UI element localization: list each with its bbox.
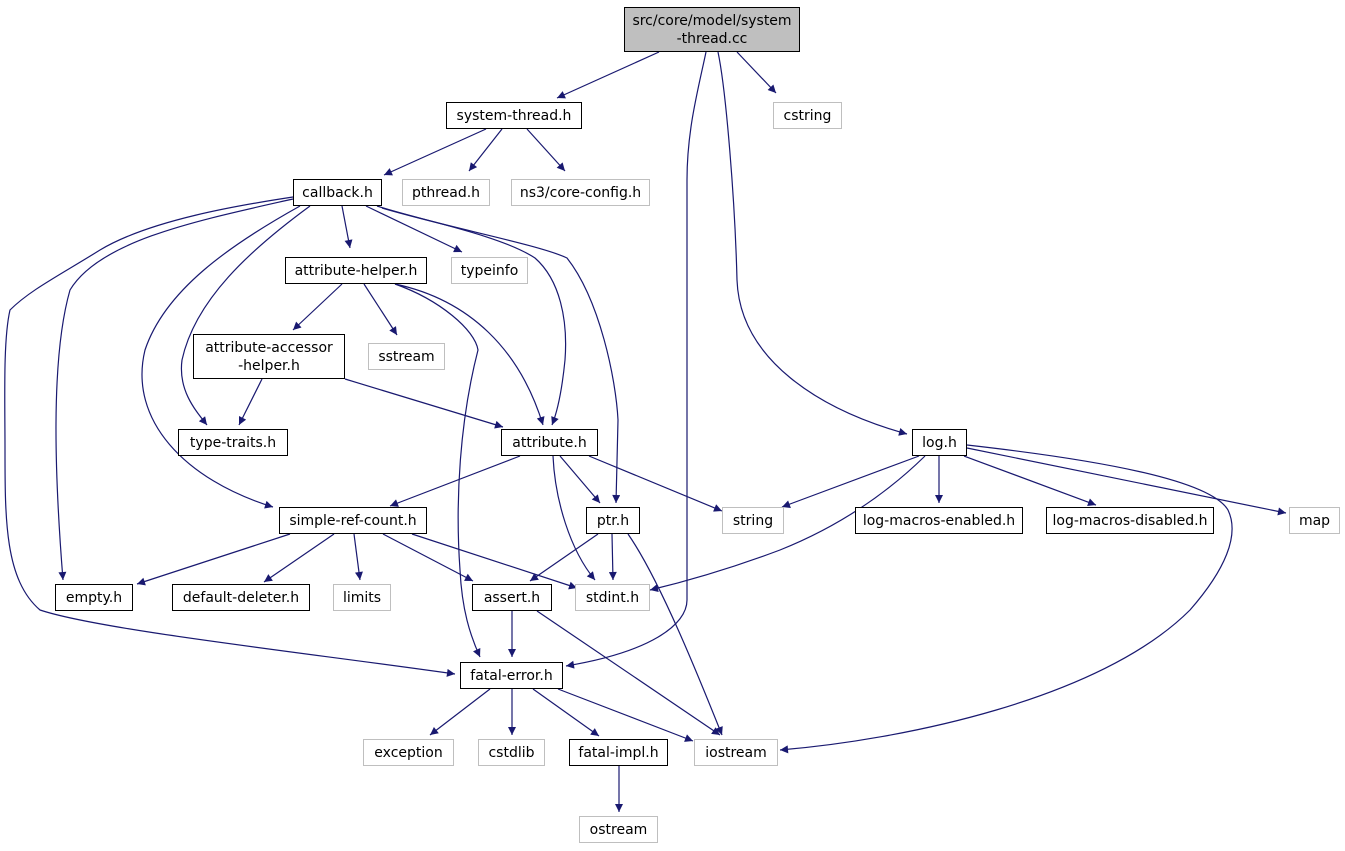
node-core-config-h[interactable]: ns3/core-config.h: [511, 179, 650, 206]
edge-system-thread-h-to-pthread-h: [468, 128, 503, 172]
edge-root-to-fatal-error-h: [565, 51, 707, 669]
edge-callback-h-to-attribute-h: [376, 205, 567, 426]
edge-simple-ref-count-h-to-limits: [353, 533, 363, 581]
edge-attribute-h-to-stdint-h: [552, 455, 596, 581]
node-attribute-h[interactable]: attribute.h: [501, 429, 598, 456]
edge-attribute-helper-h-to-attribute-accessor-helper-h: [292, 283, 343, 331]
edge-log-h-to-map: [966, 447, 1287, 516]
node-assert-h[interactable]: assert.h: [472, 584, 552, 611]
edge-root-to-system-thread-h: [556, 51, 660, 99]
edge-attribute-helper-h-to-fatal-error-h: [394, 283, 481, 658]
node-type-traits-h[interactable]: type-traits.h: [178, 429, 288, 456]
node-ostream[interactable]: ostream: [579, 816, 658, 843]
edge-callback-h-to-fatal-error-h: [4, 196, 456, 677]
node-typeinfo[interactable]: typeinfo: [451, 257, 528, 284]
edge-attribute-h-to-string: [588, 455, 723, 512]
edge-log-h-to-string: [781, 455, 920, 508]
node-empty-h[interactable]: empty.h: [55, 584, 133, 611]
node-fatal-error-h[interactable]: fatal-error.h: [460, 662, 563, 689]
node-map[interactable]: map: [1289, 507, 1340, 534]
node-log-macros-enabled-h[interactable]: log-macros-enabled.h: [855, 507, 1023, 534]
edge-attribute-h-to-simple-ref-count-h: [389, 455, 521, 507]
node-attribute-helper-h[interactable]: attribute-helper.h: [285, 257, 427, 284]
node-cstdlib[interactable]: cstdlib: [478, 739, 545, 766]
node-string[interactable]: string: [722, 507, 784, 534]
node-callback-h[interactable]: callback.h: [293, 179, 382, 206]
node-simple-ref-count-h[interactable]: simple-ref-count.h: [279, 507, 427, 534]
node-stdint-h[interactable]: stdint.h: [575, 584, 650, 611]
node-sstream[interactable]: sstream: [368, 343, 445, 370]
node-limits[interactable]: limits: [333, 584, 391, 611]
edge-fatal-error-h-to-iostream: [557, 688, 694, 742]
edge-simple-ref-count-h-to-default-deleter-h: [263, 533, 335, 583]
edge-attribute-helper-h-to-sstream: [363, 283, 398, 336]
node-log-h[interactable]: log.h: [912, 429, 967, 456]
edge-fatal-error-h-to-exception: [429, 688, 491, 736]
edge-callback-h-to-attribute-helper-h: [341, 205, 353, 249]
edge-attribute-h-to-ptr-h: [559, 455, 601, 504]
edge-callback-h-to-type-traits-h: [180, 205, 311, 426]
edge-fatal-error-h-to-fatal-impl-h: [532, 688, 600, 737]
edge-system-thread-h-to-callback-h: [383, 128, 487, 176]
edge-callback-h-to-simple-ref-count-h: [141, 205, 301, 509]
node-attribute-accessor-helper-h[interactable]: attribute-accessor -helper.h: [193, 334, 345, 379]
edge-root-to-log-h: [717, 51, 908, 436]
edge-system-thread-h-to-core-config-h: [526, 128, 566, 172]
node-pthread-h[interactable]: pthread.h: [402, 179, 490, 206]
node-log-macros-disabled-h[interactable]: log-macros-disabled.h: [1046, 507, 1214, 534]
node-cstring[interactable]: cstring: [773, 102, 842, 129]
edge-ptr-h-to-iostream: [627, 533, 723, 736]
edge-attribute-accessor-helper-h-to-attribute-h: [344, 378, 504, 429]
edge-simple-ref-count-h-to-empty-h: [136, 533, 291, 586]
edge-attribute-helper-h-to-attribute-h: [394, 283, 545, 426]
node-exception[interactable]: exception: [363, 739, 454, 766]
node-system-thread-h[interactable]: system-thread.h: [446, 102, 582, 129]
node-default-deleter-h[interactable]: default-deleter.h: [172, 584, 310, 611]
edge-ptr-h-to-stdint-h: [608, 533, 617, 581]
edge-ptr-h-to-assert-h: [529, 533, 599, 582]
edge-callback-h-to-typeinfo: [365, 205, 463, 253]
edge-log-h-to-iostream: [779, 444, 1233, 754]
node-fatal-impl-h[interactable]: fatal-impl.h: [569, 739, 668, 766]
node-system-thread-cc[interactable]: src/core/model/system -thread.cc: [624, 7, 800, 52]
edge-log-h-to-log-macros-disabled-h: [963, 455, 1097, 506]
node-iostream[interactable]: iostream: [694, 739, 778, 766]
edge-assert-h-to-iostream: [536, 610, 721, 736]
edge-log-h-to-stdint-h: [649, 455, 926, 593]
edge-attribute-accessor-helper-h-to-type-traits-h: [238, 378, 263, 426]
node-ptr-h[interactable]: ptr.h: [586, 507, 640, 534]
edge-root-to-cstring: [736, 51, 777, 94]
edge-simple-ref-count-h-to-stdint-h: [411, 533, 578, 590]
edge-simple-ref-count-h-to-assert-h: [382, 533, 474, 582]
edge-callback-h-to-empty-h: [55, 198, 294, 581]
edge-callback-h-to-ptr-h: [381, 207, 621, 504]
